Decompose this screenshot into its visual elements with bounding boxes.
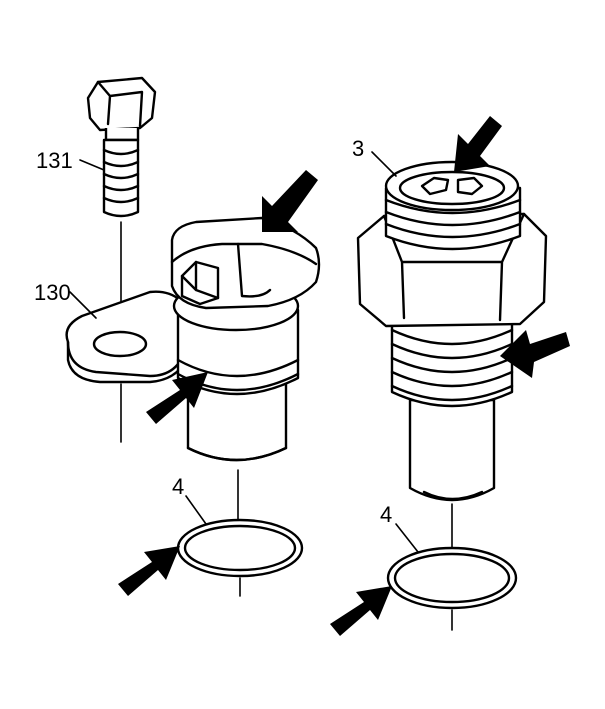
arrow-oring-left-icon <box>118 546 180 596</box>
o-ring-left <box>176 495 304 597</box>
label-130: 130 <box>34 280 71 305</box>
label-4-left: 4 <box>172 474 184 499</box>
sensor-right <box>356 151 548 561</box>
arrow-collar-icon <box>146 372 208 424</box>
leader-130 <box>69 291 97 319</box>
o-ring-right <box>386 523 518 631</box>
arrow-connector-icon <box>262 170 318 232</box>
arrow-threads-icon <box>500 330 570 378</box>
leader-131 <box>79 159 105 171</box>
label-3: 3 <box>352 136 364 161</box>
label-131: 131 <box>36 148 73 173</box>
arrow-oring-right-icon <box>330 586 392 636</box>
sensor-left <box>120 216 321 541</box>
bracket-130 <box>65 290 188 384</box>
arrow-top-face-icon <box>454 116 502 172</box>
label-4-right: 4 <box>380 502 392 527</box>
